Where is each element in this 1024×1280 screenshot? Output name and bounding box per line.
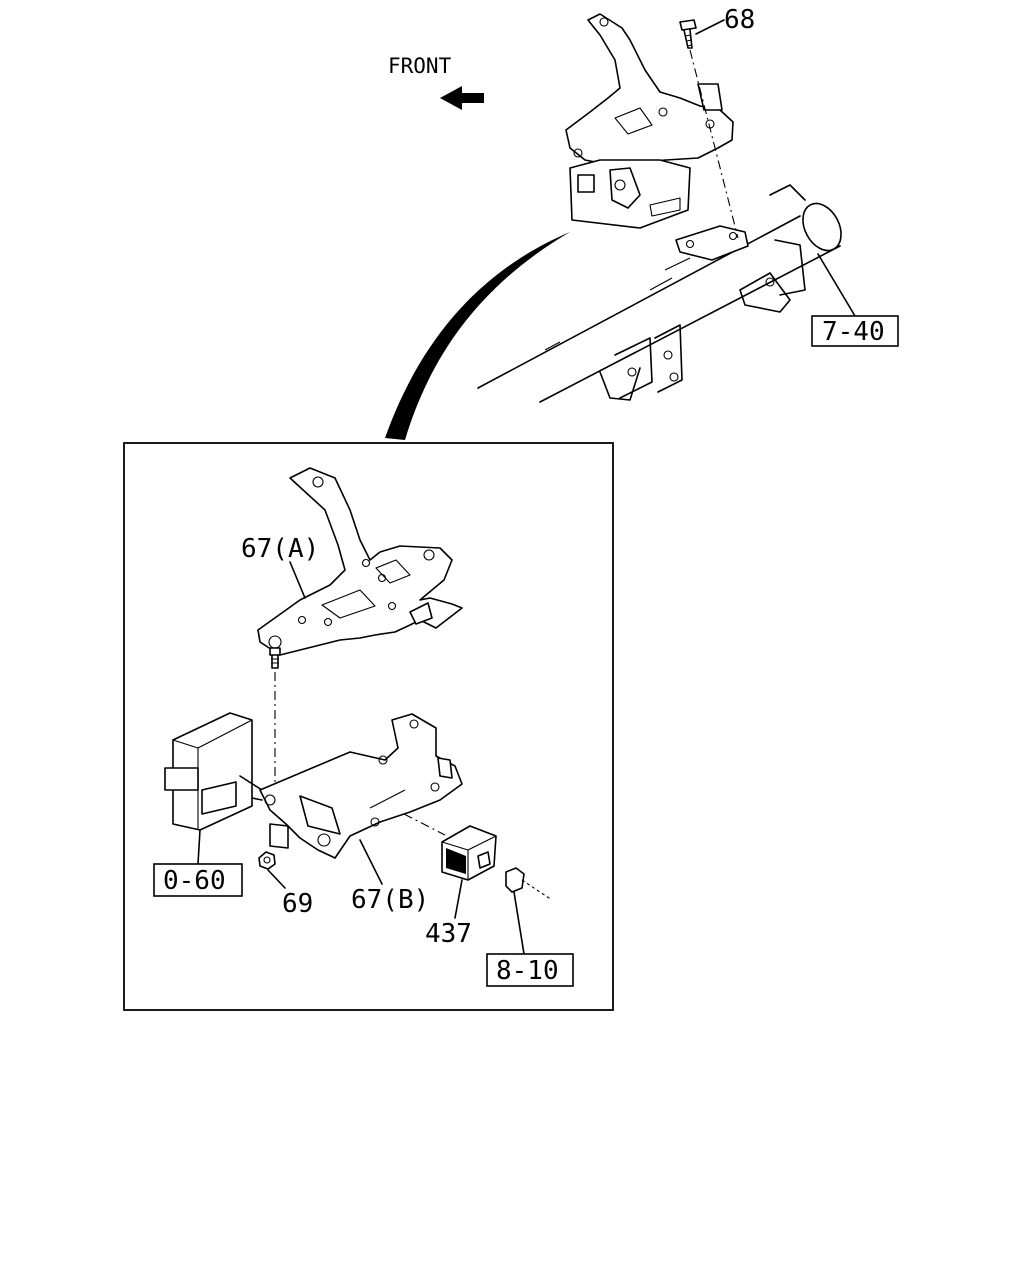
leader-67b [359,839,383,885]
leader-0-60 [197,829,201,865]
ref-box-0-60 [153,863,243,897]
leader-7-40 [817,253,856,317]
callout-68: 68 [724,5,755,35]
leader-437 [454,879,463,919]
front-label: FRONT [388,54,452,78]
bracket-67b [259,713,463,859]
front-arrow-icon [440,86,484,110]
beam-mounting-bracket [675,225,749,261]
bolt-68 [679,19,697,49]
ref-box-7-40 [811,315,899,347]
callout-69: 69 [282,889,313,919]
upper-bracket-assembly [565,13,734,229]
relay-437 [441,825,497,881]
leader-67a [289,561,306,599]
nut-69 [258,851,276,870]
leader-68 [695,19,725,35]
detail-indicator-arrow [385,232,570,440]
detail-view-frame [123,442,614,1011]
control-unit-0-60 [164,712,263,831]
ref-box-8-10 [486,953,574,987]
callout-437: 437 [425,919,472,949]
ref-7-40: 7-40 [822,317,885,347]
leader-69 [267,869,286,889]
bracket-67a [257,467,463,656]
connector-8-10 [505,867,553,955]
callout-67b: 67(B) [351,885,429,915]
ref-0-60: 0-60 [163,866,226,896]
ref-8-10: 8-10 [496,956,559,986]
callout-67a: 67(A) [241,534,319,564]
mounting-screw [269,647,281,669]
